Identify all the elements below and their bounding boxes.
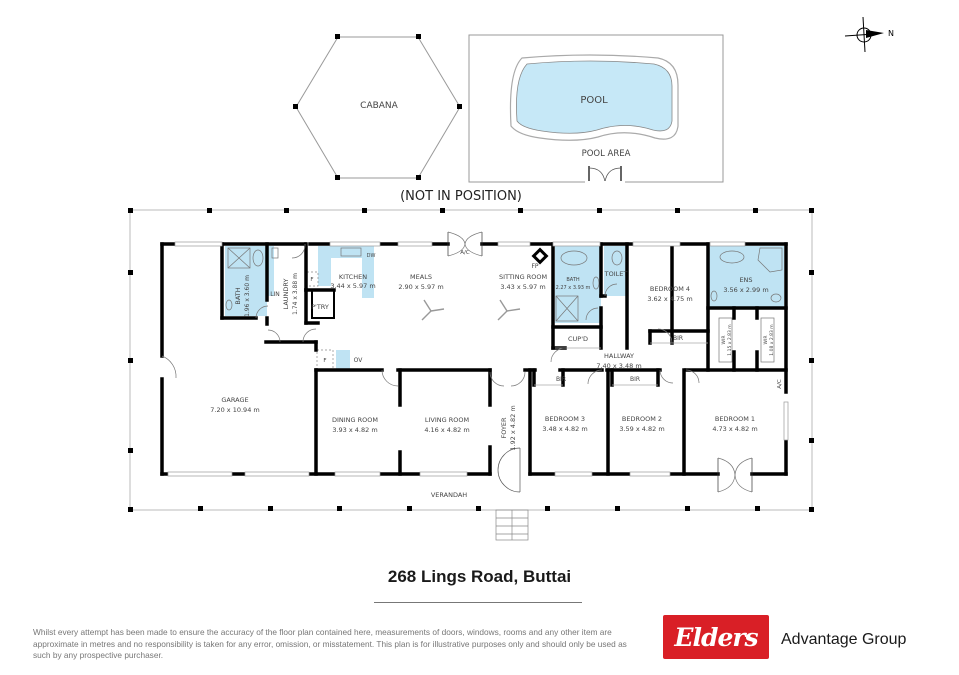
bath2-label: BATH: [566, 277, 580, 283]
bedroom4-bir-label: BIR: [673, 335, 683, 342]
elders-logo-text: Elders: [674, 622, 758, 652]
laundry-size: 1.74 x 3.88 m: [292, 273, 299, 315]
compass-icon: N: [844, 16, 894, 53]
oven-label: OV: [354, 357, 364, 364]
wir2-size: 1.08 x 2.83 m: [769, 324, 775, 355]
bedroom3-size: 3.48 x 4.82 m: [542, 425, 587, 433]
sitting-room-size: 3.43 x 5.97 m: [500, 283, 545, 291]
kitchen-bench: [318, 246, 374, 258]
ceiling-fan-icon: [421, 299, 521, 321]
verandah-outline: [128, 208, 814, 541]
pool-area: POOL POOL AREA: [468, 34, 724, 183]
garage-label: GARAGE: [221, 396, 248, 404]
bath1-size: 1.96 x 3.60 m: [244, 275, 251, 317]
hallway-label: HALLWAY: [604, 352, 634, 360]
bedroom4-size: 3.62 x 4.75 m: [647, 295, 692, 303]
living-room-size: 4.16 x 4.82 m: [424, 426, 469, 434]
bedroom2-size: 3.59 x 4.82 m: [619, 425, 664, 433]
cabana-label: CABANA: [360, 101, 399, 111]
fireplace-label: FP: [531, 263, 538, 270]
bedroom3-bir-label: BIR: [556, 376, 566, 383]
ens-label: ENS: [739, 276, 752, 284]
ens-size: 3.56 x 2.99 m: [723, 286, 768, 294]
pool-label: POOL: [580, 95, 608, 106]
meals-size: 2.90 x 5.97 m: [398, 283, 443, 291]
agency-name: Advantage Group: [781, 631, 907, 648]
bath1-label: BATH: [234, 287, 242, 304]
pantry-label: P'TRY: [311, 303, 329, 311]
property-address: 268 Lings Road, Buttai: [387, 567, 572, 586]
toilet-label: TOILET: [604, 270, 628, 278]
cupboard-label: CUP'D: [568, 335, 588, 343]
compass-north-label: N: [888, 29, 894, 38]
living-room-label: LIVING ROOM: [425, 416, 469, 424]
bedroom2-bir-label: BIR: [630, 376, 640, 383]
toilet-fill: [604, 246, 626, 296]
fridge-label: F: [310, 277, 313, 283]
linen-label: LIN: [270, 291, 280, 298]
garage-size: 7.20 x 10.94 m: [210, 406, 259, 414]
ac-top-label: A/C: [460, 250, 470, 256]
elders-logo: Elders: [663, 615, 769, 659]
address-divider: [374, 602, 582, 603]
cabana: CABANA: [293, 34, 462, 180]
dining-room-size: 3.93 x 4.82 m: [332, 426, 377, 434]
bath2-size: 2.27 x 3.93 m: [556, 285, 591, 291]
dishwasher-label: DW: [367, 253, 376, 259]
bedroom4-label: BEDROOM 4: [650, 285, 690, 293]
bedroom1-size: 4.73 x 4.82 m: [712, 425, 757, 433]
bedroom1-label: BEDROOM 1: [715, 415, 755, 423]
ens-fill: [709, 246, 784, 308]
bedroom2-label: BEDROOM 2: [622, 415, 662, 423]
wir1-size: 1.15 x 2.83 m: [727, 324, 733, 355]
hallway-size: 7.40 x 3.48 m: [596, 362, 641, 370]
wir1-label: WIR: [721, 336, 727, 345]
laundry-label: LAUNDRY: [282, 279, 290, 310]
ac-bedroom1-label: A/C: [777, 379, 783, 389]
sitting-room-label: SITTING ROOM: [499, 273, 547, 281]
pool-area-label: POOL AREA: [582, 149, 631, 159]
not-in-position-note: (NOT IN POSITION): [400, 189, 522, 204]
walls: [160, 242, 788, 476]
verandah-label: VERANDAH: [431, 491, 467, 499]
fridge2-label: F: [323, 358, 326, 364]
kitchen-size: 3.44 x 5.97 m: [330, 282, 375, 290]
disclaimer-text: Whilst every attempt has been made to en…: [33, 627, 627, 660]
foyer-label: FOYER: [500, 417, 508, 439]
dining-room-label: DINING ROOM: [332, 416, 378, 424]
meals-label: MEALS: [410, 273, 432, 281]
wir2-label: WIR: [763, 336, 769, 345]
kitchen-label: KITCHEN: [339, 273, 367, 281]
fireplace-icon: [531, 247, 549, 265]
foyer-size: 1.92 x 4.82 m: [509, 405, 517, 450]
bedroom3-label: BEDROOM 3: [545, 415, 585, 423]
